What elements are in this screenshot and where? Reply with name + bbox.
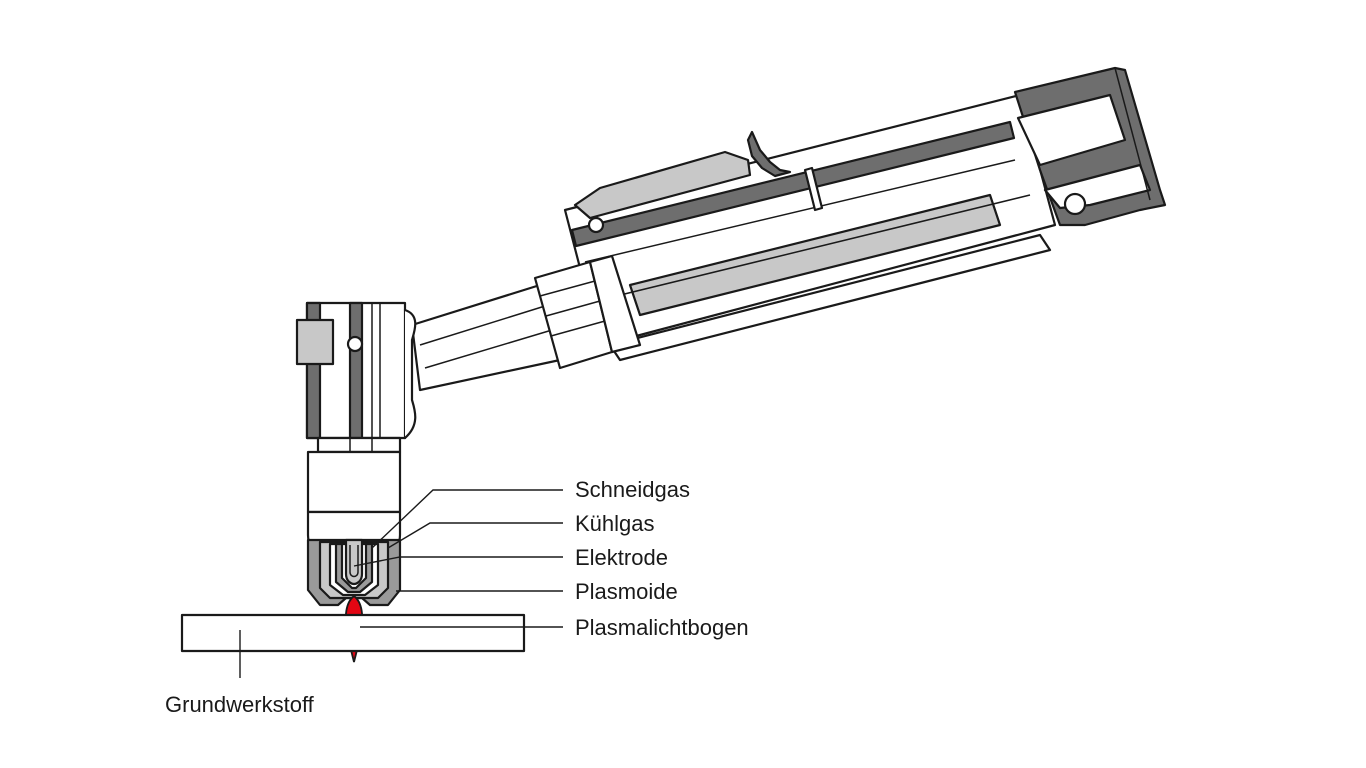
leader-schneidgas — [371, 489, 563, 549]
label-kuehlgas: Kühlgas — [575, 511, 655, 536]
leader-lines — [239, 489, 563, 678]
torch-nozzle — [306, 450, 402, 607]
workpiece — [180, 613, 526, 653]
torch-handle — [410, 66, 1167, 392]
leader-elektrode — [353, 556, 563, 567]
torch-head — [295, 301, 417, 454]
label-elektrode: Elektrode — [575, 545, 668, 570]
labels: Schneidgas Kühlgas Elektrode Plasmoide P… — [165, 477, 749, 717]
label-plasmoide: Plasmoide — [575, 579, 678, 604]
label-grundwerkstoff: Grundwerkstoff — [165, 692, 315, 717]
label-plasmalichtbogen: Plasmalichtbogen — [575, 615, 749, 640]
label-schneidgas: Schneidgas — [575, 477, 690, 502]
leader-kuehlgas — [387, 522, 563, 549]
